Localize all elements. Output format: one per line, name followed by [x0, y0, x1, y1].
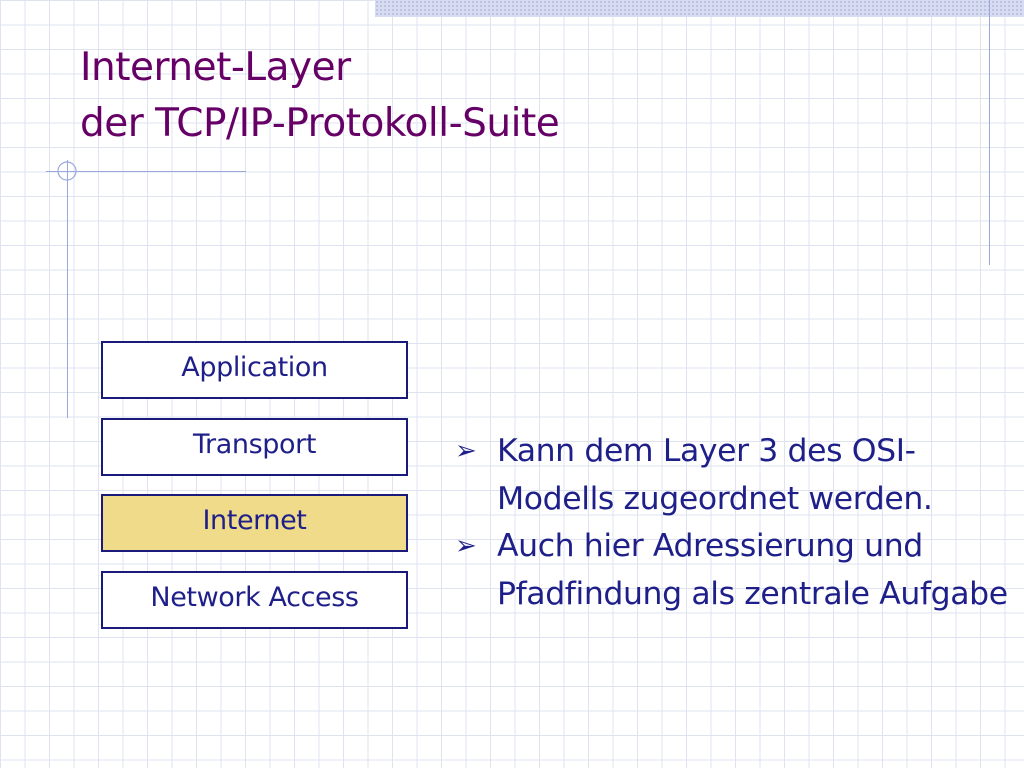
bullet-list: ➢ Kann dem Layer 3 des OSI-Modells zugeo… — [455, 428, 1015, 618]
decorative-vertical-line-right — [989, 0, 990, 265]
layer-box-network-access: Network Access — [101, 571, 408, 629]
slide-title-line-2: der TCP/IP-Protokoll-Suite — [80, 101, 560, 146]
bullet-item: ➢ Auch hier Adressierung und Pfadfindung… — [455, 523, 1015, 618]
layer-box-application: Application — [101, 341, 408, 399]
slide-title: Internet-Layer der TCP/IP-Protokoll-Suit… — [80, 40, 560, 152]
decorative-horizontal-line — [46, 171, 246, 172]
layer-box-internet: Internet — [101, 494, 408, 552]
decorative-vertical-line-left — [67, 160, 68, 418]
arrowhead-bullet-icon: ➢ — [455, 531, 477, 561]
bullet-text: Auch hier Adressierung und Pfadfindung a… — [497, 528, 1008, 612]
decorative-top-band — [375, 0, 1024, 17]
layer-box-transport: Transport — [101, 418, 408, 476]
slide-title-line-1: Internet-Layer — [80, 45, 351, 90]
arrowhead-bullet-icon: ➢ — [455, 436, 477, 466]
bullet-text: Kann dem Layer 3 des OSI-Modells zugeord… — [497, 433, 933, 517]
bullet-item: ➢ Kann dem Layer 3 des OSI-Modells zugeo… — [455, 428, 1015, 523]
decorative-circle-icon — [57, 161, 77, 181]
